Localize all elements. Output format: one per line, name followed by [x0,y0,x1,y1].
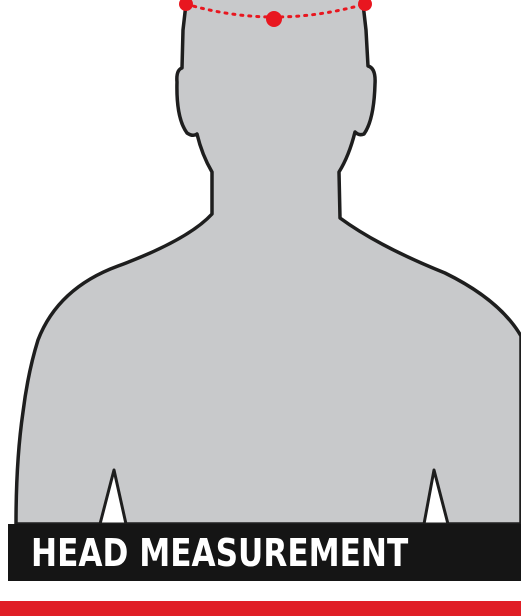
banner-title: HEAD MEASUREMENT [31,532,408,574]
title-banner: HEAD MEASUREMENT [8,524,521,581]
measurement-point-center [266,11,282,27]
bottom-accent-bar [0,601,521,616]
body-silhouette [16,0,521,524]
